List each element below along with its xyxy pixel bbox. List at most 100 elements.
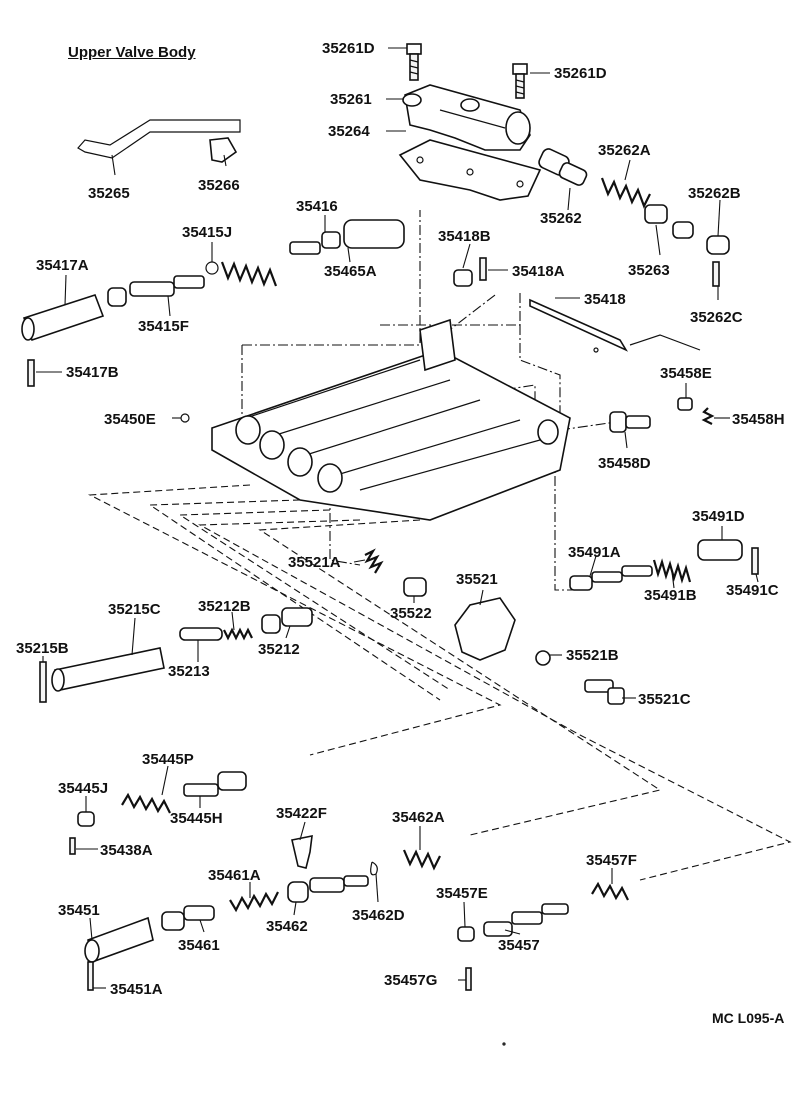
bolt-35261d-left: [406, 43, 422, 81]
label-35418: 35418: [584, 291, 626, 308]
pipe-35265: [77, 119, 241, 159]
guide-lines: [87, 210, 792, 881]
label-35491c: 35491C: [726, 582, 779, 599]
pin-35262c: [712, 261, 720, 287]
label-35262b: 35262B: [688, 185, 741, 202]
pin-35417b: [27, 359, 35, 387]
label-35262c: 35262C: [690, 309, 743, 326]
spring-35445p: [121, 792, 171, 814]
label-35457g: 35457G: [384, 972, 437, 989]
label-35212b: 35212B: [198, 598, 251, 615]
label-35445h: 35445H: [170, 810, 223, 827]
leader-lines: [36, 47, 759, 989]
label-35415j: 35415J: [182, 224, 232, 241]
label-35458h: 35458H: [732, 411, 785, 428]
label-35465a: 35465A: [324, 263, 377, 280]
label-35262: 35262: [540, 210, 582, 227]
label-35450e: 35450E: [104, 411, 156, 428]
label-35415f: 35415F: [138, 318, 189, 335]
label-35263: 35263: [628, 262, 670, 279]
spring-35416: [220, 261, 278, 287]
label-35212: 35212: [258, 641, 300, 658]
label-35213: 35213: [168, 663, 210, 680]
label-35458e: 35458E: [660, 365, 712, 382]
spring-35458h: [701, 407, 715, 425]
plug-35418b: [453, 269, 473, 287]
shaft-35418: [529, 298, 701, 353]
spring-35212b: [223, 627, 253, 641]
plug-35521c: [584, 679, 625, 705]
label-35445p: 35445P: [142, 751, 194, 768]
ring-35521b: [535, 650, 551, 666]
label-35262a: 35262A: [598, 142, 651, 159]
sleeve-35215c: [51, 647, 165, 692]
plug-35213: [179, 627, 223, 641]
label-35445j: 35445J: [58, 780, 108, 797]
bolt-35261d-right: [512, 63, 528, 99]
label-35451: 35451: [58, 902, 100, 919]
housing-35261: [402, 84, 531, 151]
spring-35491b: [652, 558, 692, 584]
label-35215c: 35215C: [108, 601, 161, 618]
label-35521: 35521: [456, 571, 498, 588]
plug-35458e: [677, 397, 693, 411]
label-35417b: 35417B: [66, 364, 119, 381]
label-35457e: 35457E: [436, 885, 488, 902]
plug-35445j: [77, 811, 95, 827]
pin-35457g: [465, 967, 472, 991]
bracket-35266: [209, 137, 238, 163]
label-35261: 35261: [330, 91, 372, 108]
sleeve-35491d: [697, 539, 743, 561]
label-35462a: 35462A: [392, 809, 445, 826]
label-35491b: 35491B: [644, 587, 697, 604]
label-35491d: 35491D: [692, 508, 745, 525]
pin-35438a: [69, 837, 76, 855]
diagram-title: Upper Valve Body: [68, 44, 196, 61]
label-35491a: 35491A: [568, 544, 621, 561]
dot-mark: [502, 1042, 506, 1046]
valve-35462: [287, 875, 369, 903]
valve-35457: [483, 903, 569, 937]
piston-35263: [644, 204, 694, 239]
valve-35465a: [289, 219, 405, 255]
sleeve-35451: [84, 916, 154, 964]
label-35261d-top: 35261D: [322, 40, 375, 57]
plate-35521: [454, 597, 516, 661]
valve-35445h: [183, 771, 247, 797]
label-35215b: 35215B: [16, 640, 69, 657]
label-35458d: 35458D: [598, 455, 651, 472]
pin-35418a: [479, 257, 487, 281]
label-35418a: 35418A: [512, 263, 565, 280]
pin-35491c: [751, 547, 759, 575]
label-35457: 35457: [498, 937, 540, 954]
ring-35262b: [706, 235, 730, 255]
spring-35461a: [229, 891, 279, 913]
plug-35457e: [457, 926, 475, 942]
spring-35521a: [364, 548, 384, 574]
spring-35262a: [600, 177, 651, 209]
footer-code: MC L095-A: [712, 1010, 785, 1026]
spring-35457f: [591, 881, 629, 901]
spring-35462a: [402, 849, 441, 871]
piston-35262: [538, 148, 588, 186]
upper-valve-body: [180, 318, 571, 521]
label-35451a: 35451A: [110, 981, 163, 998]
label-35417a: 35417A: [36, 257, 89, 274]
label-35418b: 35418B: [438, 228, 491, 245]
sleeve-35417a: [21, 294, 105, 342]
label-35521a: 35521A: [288, 554, 341, 571]
plate-35264: [398, 139, 542, 201]
label-35422f: 35422F: [276, 805, 327, 822]
label-35265: 35265: [88, 185, 130, 202]
label-35264: 35264: [328, 123, 370, 140]
part-labels: 35261D 35261D 35261 35264 35262A 35262B …: [16, 40, 785, 998]
label-35462: 35462: [266, 918, 308, 935]
plug-35522: [403, 577, 427, 597]
valve-35491a: [569, 565, 653, 591]
pin-35215b: [39, 661, 47, 703]
label-35261d-right: 35261D: [554, 65, 607, 82]
valve-35212: [261, 607, 313, 634]
label-35461: 35461: [178, 937, 220, 954]
pin-35451a: [87, 961, 94, 991]
